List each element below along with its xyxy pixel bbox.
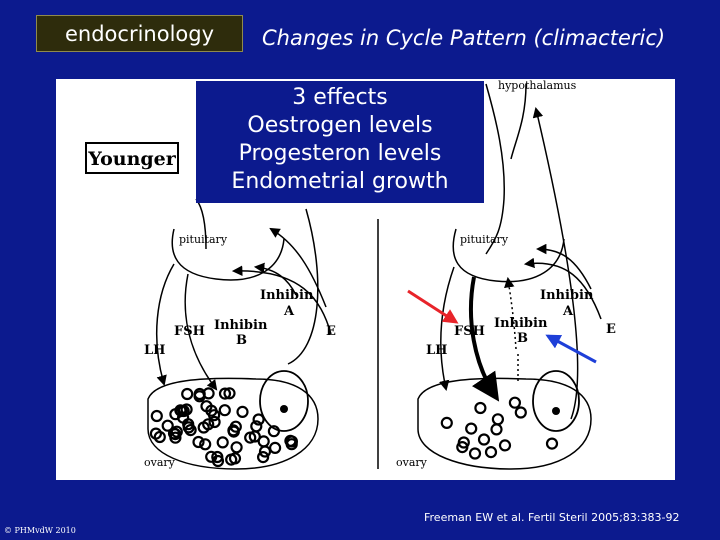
follicle-ring — [498, 439, 512, 452]
follicle-ring — [170, 425, 183, 438]
follicle-ring — [490, 423, 503, 436]
follicle-ring — [468, 447, 482, 460]
younger-label: Younger — [87, 148, 177, 170]
follicle-ring — [211, 454, 225, 468]
follicle-ring — [200, 400, 213, 413]
follicle-ring — [258, 445, 272, 458]
left-pituitary-label: pituitary — [179, 233, 228, 246]
younger-label-box — [85, 142, 179, 174]
blue-highlight-arrow — [545, 334, 597, 364]
effects-heading: 3 effects — [292, 85, 388, 110]
follicle-ring — [218, 387, 232, 400]
follicle-ring — [257, 435, 270, 448]
copyright: © PHMvdW 2010 — [4, 526, 76, 535]
follicle-ring — [285, 438, 298, 451]
left-panel: Younger pituitary Inhibin A Inhibin B FS… — [85, 142, 336, 470]
follicle-ring — [514, 406, 527, 419]
follicle-ring — [199, 438, 212, 451]
follicle-ring — [229, 420, 242, 433]
right-inhibin-a-letter: A — [562, 304, 574, 319]
right-lh-label: LH — [426, 343, 447, 358]
right-follicle-cluster — [440, 396, 559, 460]
follicle-ring — [228, 452, 242, 465]
follicle-ring — [230, 441, 243, 454]
left-ovary-shape — [147, 377, 319, 470]
diagram-svg: Younger pituitary Inhibin A Inhibin B FS… — [85, 79, 616, 470]
follicle-ring — [545, 437, 559, 450]
right-follicle — [532, 370, 580, 432]
left-pituitary-shape — [171, 228, 285, 281]
right-e-label: E — [606, 322, 616, 337]
follicle-ring — [208, 415, 221, 429]
left-ovary-label: ovary — [144, 456, 176, 469]
follicle-ring — [182, 421, 195, 434]
effects-box: 3 effects Oestrogen levels Progesteron l… — [196, 81, 484, 203]
right-pituitary-label: pituitary — [460, 233, 509, 246]
left-inhibin-a-label: Inhibin — [260, 288, 314, 303]
right-fsh-label: FSH — [454, 324, 485, 339]
follicle-ring — [250, 420, 263, 433]
left-inhibin-b-label: Inhibin — [214, 318, 268, 333]
follicle-ring — [150, 409, 163, 423]
right-panel: hypothalamus pituitary Inhibin A Inhibin… — [396, 79, 616, 470]
follicle-ring — [465, 422, 478, 435]
follicle-ring — [184, 424, 197, 437]
section-tag: endocrinology — [36, 15, 243, 52]
follicle-ring — [216, 436, 229, 449]
follicle-ring — [474, 401, 487, 415]
follicle-ring — [244, 431, 257, 444]
follicle-ring — [477, 433, 491, 446]
follicle-ring — [440, 416, 453, 429]
slide-title: Changes in Cycle Pattern (climacteric) — [262, 26, 666, 50]
follicle-ring — [456, 441, 469, 454]
left-lh-label: LH — [144, 343, 165, 358]
follicle-ring — [192, 435, 205, 449]
follicle-ring — [149, 427, 163, 440]
follicle-ring — [223, 387, 236, 400]
right-ovary-label: ovary — [396, 456, 428, 469]
follicle-ring — [267, 425, 280, 438]
left-e-label: E — [326, 324, 336, 339]
follicle-ring — [508, 396, 521, 409]
effect-progesteron: Progesteron levels — [238, 141, 442, 166]
follicle-ring — [236, 405, 249, 418]
follicle-ring — [181, 387, 194, 401]
citation: Freeman EW et al. Fertil Steril 2005;83:… — [424, 511, 680, 524]
follicle-ring — [180, 403, 193, 416]
left-inhibin-b-letter: B — [236, 333, 247, 348]
effect-endometrial: Endometrial growth — [231, 169, 449, 194]
follicle-ring — [491, 413, 504, 426]
left-fsh-label: FSH — [174, 324, 205, 339]
right-inhibin-b-label: Inhibin — [494, 316, 548, 331]
right-inhibin-b-letter: B — [517, 331, 528, 346]
follicle-ring — [257, 451, 270, 464]
follicle-ring — [252, 413, 265, 426]
follicle-ring — [218, 404, 231, 417]
follicle-ring — [202, 387, 215, 400]
follicle-ring — [202, 418, 215, 431]
right-inhibin-a-label: Inhibin — [540, 288, 594, 303]
red-highlight-arrow — [407, 289, 459, 324]
effect-oestrogen: Oestrogen levels — [247, 113, 433, 138]
follicle-ring — [174, 404, 187, 417]
left-follicle-cluster — [149, 387, 298, 468]
hypothalamus-label: hypothalamus — [498, 79, 577, 92]
follicle-ring — [484, 446, 498, 459]
follicle-ring — [269, 441, 282, 454]
follicle-ring — [161, 419, 174, 432]
left-inhibin-a-letter: A — [283, 304, 295, 319]
left-follicle — [259, 370, 309, 432]
right-ovary-shape — [417, 377, 592, 470]
right-pituitary-shape — [452, 228, 565, 283]
